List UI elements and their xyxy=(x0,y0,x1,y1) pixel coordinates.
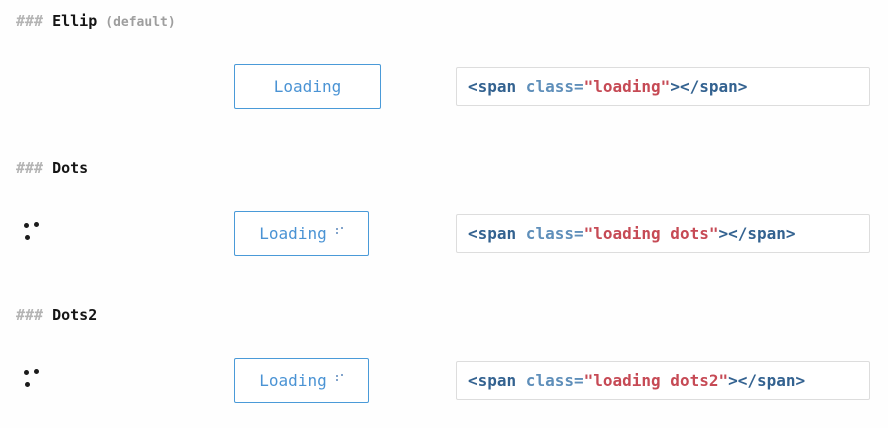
demo-row-dots: Loading <span class="loading dots"></spa… xyxy=(16,211,870,256)
section-heading-dots: ### Dots xyxy=(16,159,870,177)
code-string: "loading dots" xyxy=(583,224,719,243)
code-attr: class= xyxy=(516,77,584,96)
button-cell: Loading xyxy=(234,358,456,403)
code-attr: class= xyxy=(516,371,584,390)
demo-row-dots2: Loading <span class="loading dots2"></sp… xyxy=(16,358,870,403)
code-tag-open: <span xyxy=(468,224,517,243)
loading-button-dots[interactable]: Loading xyxy=(234,211,369,256)
code-tag-close: ></span> xyxy=(718,224,796,243)
dots2-indicator-area xyxy=(16,358,234,403)
code-snippet-dots2: <span class="loading dots2"></span> xyxy=(456,361,870,400)
section-title: Dots xyxy=(52,159,89,177)
code-attr: class= xyxy=(516,224,584,243)
ellip-indicator-area xyxy=(16,64,234,109)
loading-button-dots2[interactable]: Loading xyxy=(234,358,369,403)
demo-row-ellip: Loading <span class="loading"></span> xyxy=(16,64,870,109)
mini-dots-loading-icon xyxy=(335,226,344,235)
code-tag-open: <span xyxy=(468,77,517,96)
mini-dots-loading-icon xyxy=(335,373,344,382)
section-title: Ellip xyxy=(52,12,98,30)
section-title-suffix: (default) xyxy=(105,15,176,30)
loading-button-label: Loading xyxy=(273,77,342,96)
markdown-hashes: ### xyxy=(16,306,44,324)
code-tag-close: ></span> xyxy=(728,371,806,390)
section-title: Dots2 xyxy=(52,306,98,324)
section-heading-dots2: ### Dots2 xyxy=(16,306,870,324)
loading-button-label: Loading xyxy=(259,224,327,243)
markdown-hashes: ### xyxy=(16,159,44,177)
dots-indicator-area xyxy=(16,211,234,256)
loading-button-ellip[interactable]: Loading xyxy=(234,64,381,109)
button-cell: Loading xyxy=(234,64,456,109)
code-tag-open: <span xyxy=(468,371,517,390)
markdown-hashes: ### xyxy=(16,12,44,30)
code-snippet-ellip: <span class="loading"></span> xyxy=(456,67,870,106)
code-string: "loading dots2" xyxy=(583,371,729,390)
code-snippet-dots: <span class="loading dots"></span> xyxy=(456,214,870,253)
button-cell: Loading xyxy=(234,211,456,256)
dots2-loading-indicator xyxy=(24,369,40,388)
code-tag-close: ></span> xyxy=(670,77,748,96)
dots-loading-indicator xyxy=(24,222,40,241)
code-string: "loading" xyxy=(583,77,671,96)
loading-button-label: Loading xyxy=(259,371,327,390)
section-heading-ellip: ### Ellip (default) xyxy=(16,12,870,30)
